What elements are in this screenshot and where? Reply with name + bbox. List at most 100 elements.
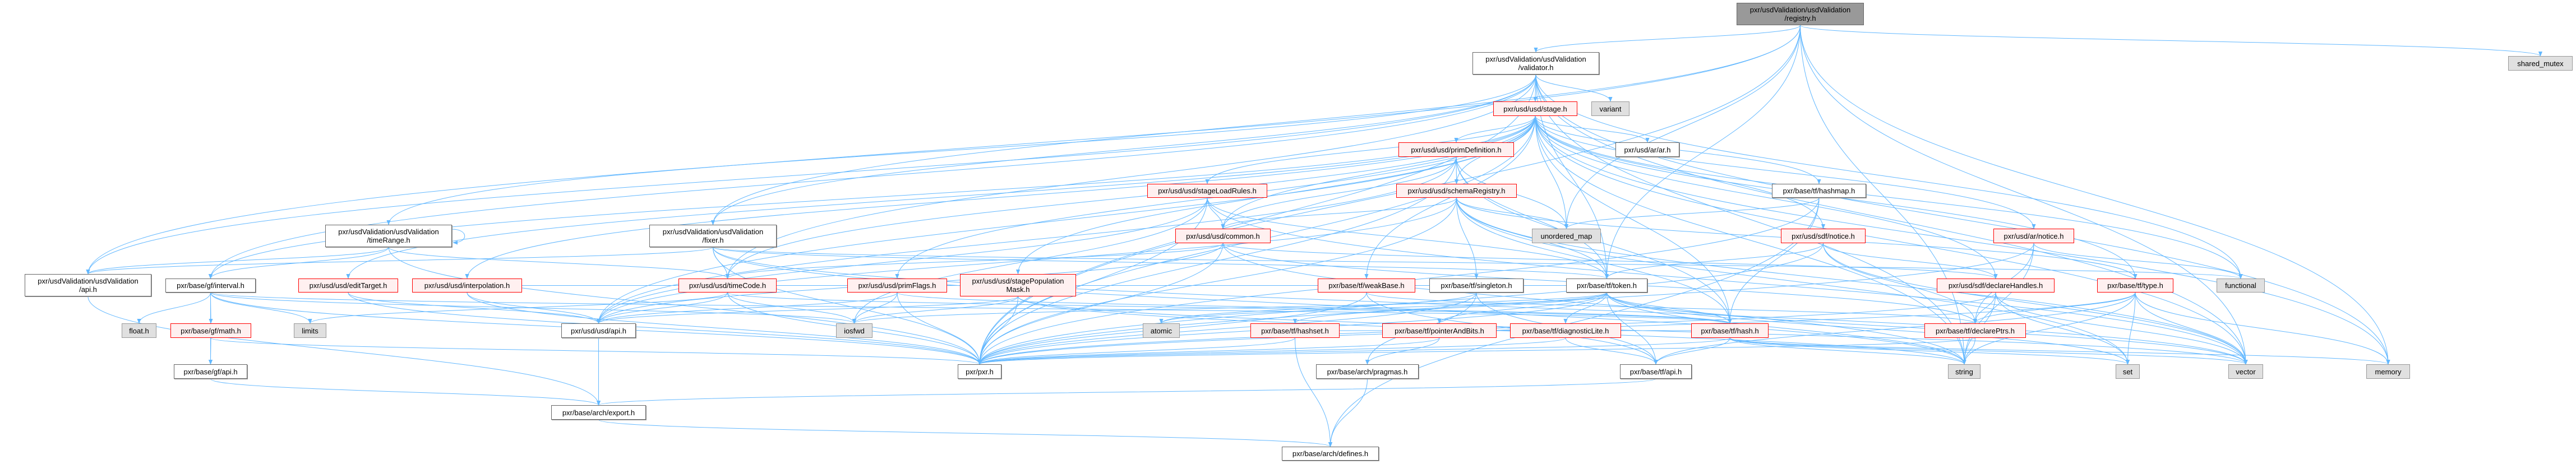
edge-uvApi-to-export	[87, 296, 601, 406]
graph-node-prim-flags[interactable]: pxr/usd/usd/primFlags.h	[847, 279, 947, 293]
graph-node-common[interactable]: pxr/usd/usd/common.h	[1175, 229, 1271, 243]
graph-node-pragmas[interactable]: pxr/base/arch/pragmas.h	[1316, 364, 1419, 379]
graph-node-weak-base[interactable]: pxr/base/tf/weakBase.h	[1318, 279, 1415, 293]
graph-node-unordered_map[interactable]: unordered_map	[1532, 229, 1601, 243]
graph-node-time-range[interactable]: pxr/usdValidation/usdValidation /timeRan…	[325, 225, 452, 247]
edge-hash-to-set	[1729, 337, 2130, 365]
edge-sdfNotice-to-token	[1604, 243, 1823, 279]
edge-registry-to-unordered_map	[1564, 25, 1801, 229]
edge-stage-to-interpolation	[465, 115, 1536, 279]
edge-validator-to-timeCode	[725, 74, 1536, 279]
graph-node-shared_mutex[interactable]: shared_mutex	[2508, 56, 2573, 71]
graph-node-pxr[interactable]: pxr/pxr.h	[958, 364, 1001, 379]
edge-hash-to-string	[1729, 337, 1966, 365]
graph-node-sdf-notice[interactable]: pxr/usd/sdf/notice.h	[1781, 229, 1866, 243]
edge-token-to-diagnosticLite	[1563, 292, 1607, 324]
graph-node-token[interactable]: pxr/base/tf/token.h	[1566, 279, 1647, 293]
graph-node-ar-notice[interactable]: pxr/usd/ar/notice.h	[1993, 229, 2074, 243]
graph-node-float[interactable]: float.h	[122, 323, 156, 338]
graph-node-limits[interactable]: limits	[294, 323, 326, 338]
graph-node-declare-ptrs[interactable]: pxr/base/tf/declarePtrs.h	[1924, 323, 2026, 338]
graph-node-interval[interactable]: pxr/base/gf/interval.h	[165, 279, 256, 293]
graph-node-type[interactable]: pxr/base/tf/type.h	[2097, 279, 2173, 293]
graph-node-stage-load-rules[interactable]: pxr/usd/usd/stageLoadRules.h	[1147, 184, 1267, 198]
graph-node-tf-api[interactable]: pxr/base/tf/api.h	[1620, 364, 1692, 379]
edge-primDefinition-to-token	[1456, 156, 1609, 279]
edge-type-to-set	[2125, 292, 2136, 365]
graph-node-uv-api[interactable]: pxr/usdValidation/usdValidation /api.h	[25, 274, 151, 296]
edge-hash-to-tfApi	[1654, 337, 1730, 365]
graph-node-time-code[interactable]: pxr/usd/usd/timeCode.h	[678, 279, 777, 293]
graph-node-string[interactable]: string	[1948, 364, 1981, 379]
edge-declarePtrs-to-string	[1962, 337, 1975, 365]
edge-validator-to-fixer	[710, 74, 1536, 225]
edge-stageLoadRules-to-common	[1207, 197, 1225, 229]
graph-node-stage[interactable]: pxr/usd/usd/stage.h	[1493, 101, 1577, 116]
graph-node-declare-handles[interactable]: pxr/usd/sdf/declareHandles.h	[1937, 279, 2055, 293]
edge-hashset-to-pxr	[977, 337, 1295, 365]
edge-stage-to-declareHandles	[1535, 115, 1998, 279]
edge-fixer-to-vector	[713, 247, 2248, 365]
edge-schemaRegistry-to-pxr	[977, 197, 1457, 365]
graph-node-variant[interactable]: variant	[1591, 101, 1629, 116]
graph-node-stage-pop-mask[interactable]: pxr/usd/usd/stagePopulation Mask.h	[960, 274, 1076, 296]
graph-node-hashset[interactable]: pxr/base/tf/hashset.h	[1250, 323, 1340, 338]
edge-stage-to-stageLoadRules	[1205, 115, 1536, 184]
edge-tfApi-to-export	[597, 378, 1656, 406]
graph-node-pointer-and-bits[interactable]: pxr/base/tf/pointerAndBits.h	[1382, 323, 1497, 338]
edge-timeRange-to-uvApi	[86, 247, 389, 275]
graph-node-set[interactable]: set	[2116, 364, 2140, 379]
edge-stageLoadRules-to-usdApi	[596, 197, 1208, 324]
edge-type-to-memory	[2135, 292, 2390, 365]
graph-node-hash[interactable]: pxr/base/tf/hash.h	[1691, 323, 1769, 338]
edge-validator-to-string	[1535, 74, 1966, 365]
graph-node-export[interactable]: pxr/base/arch/export.h	[551, 405, 646, 420]
edge-stage-to-common	[1221, 115, 1536, 229]
edge-weakBase-to-declarePtrs	[1366, 292, 1977, 324]
graph-node-prim-definition[interactable]: pxr/usd/usd/primDefinition.h	[1398, 142, 1514, 157]
edge-stage-to-sdfNotice	[1535, 115, 1826, 229]
edge-schemaRegistry-to-set	[1456, 197, 2130, 365]
edge-sdfNotice-to-declarePtrs	[1823, 243, 1978, 324]
edge-timeRange-to-timeRange	[451, 229, 465, 245]
graph-node-interpolation[interactable]: pxr/usd/usd/interpolation.h	[412, 279, 522, 293]
edge-common-to-timeCode	[726, 243, 1224, 279]
graph-node-diagnostic-lite[interactable]: pxr/base/tf/diagnosticLite.h	[1510, 323, 1621, 338]
graph-node-ar[interactable]: pxr/usd/ar/ar.h	[1615, 142, 1679, 157]
edge-arNotice-to-functional	[2033, 243, 2243, 279]
graph-node-hashmap[interactable]: pxr/base/tf/hashmap.h	[1772, 184, 1866, 198]
graph-node-memory[interactable]: memory	[2366, 364, 2410, 379]
graph-node-fixer[interactable]: pxr/usdValidation/usdValidation /fixer.h	[649, 225, 777, 247]
edge-type-to-string	[1962, 292, 2136, 365]
edge-token-to-iosfwd	[852, 292, 1607, 324]
edge-singleton-to-atomic	[1159, 292, 1477, 324]
graph-node-singleton[interactable]: pxr/base/tf/singleton.h	[1429, 279, 1524, 293]
graph-node-schema-registry[interactable]: pxr/usd/usd/schemaRegistry.h	[1396, 184, 1517, 198]
edge-declareHandles-to-vector	[1995, 292, 2248, 365]
edge-interval-to-limits	[210, 292, 312, 324]
graph-node-atomic[interactable]: atomic	[1143, 323, 1180, 338]
edge-fixer-to-pxr	[713, 247, 982, 365]
edge-validator-to-functional	[1535, 74, 2243, 279]
edge-timeRange-to-timeCode	[388, 247, 730, 279]
edge-stagePopMask-to-usdApi	[597, 296, 1018, 324]
graph-node-gf-api[interactable]: pxr/base/gf/api.h	[174, 364, 247, 379]
graph-node-math[interactable]: pxr/base/gf/math.h	[170, 323, 251, 338]
edge-registry-to-token	[1604, 25, 1801, 279]
edge-validator-to-timeRange	[386, 74, 1536, 225]
edge-pointerAndBits-to-pragmas	[1365, 337, 1440, 365]
edge-validator-to-interval	[209, 74, 1536, 279]
edge-arNotice-to-pxr	[977, 243, 2034, 365]
graph-node-usd-api[interactable]: pxr/usd/usd/api.h	[561, 323, 636, 338]
graph-node-iosfwd[interactable]: iosfwd	[836, 323, 872, 338]
edge-interpolation-to-pxr	[467, 292, 982, 365]
graph-node-functional[interactable]: functional	[2217, 279, 2265, 293]
graph-node-vector[interactable]: vector	[2228, 364, 2263, 379]
graph-node-defines[interactable]: pxr/base/arch/defines.h	[1282, 447, 1379, 461]
graph-node-validator[interactable]: pxr/usdValidation/usdValidation /validat…	[1472, 52, 1599, 75]
edge-hash-to-pxr	[977, 337, 1730, 365]
graph-node-edit-target[interactable]: pxr/usd/usd/editTarget.h	[298, 279, 398, 293]
edge-stageLoadRules-to-vector	[1207, 197, 2248, 365]
